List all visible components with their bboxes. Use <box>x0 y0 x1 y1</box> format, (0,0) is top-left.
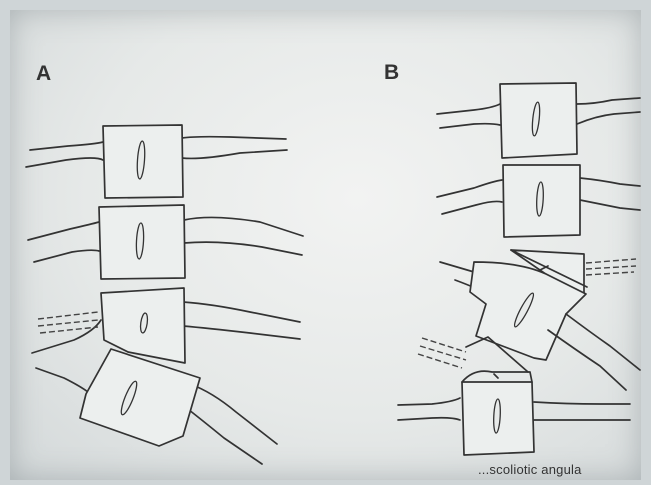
panel-a-vertebra-4 <box>36 349 277 464</box>
panel-b-vertebra-1 <box>437 83 640 158</box>
caption-fragment: ...scoliotic angula <box>478 462 582 477</box>
panel-a-vertebra-2 <box>28 205 303 279</box>
panel-b-vertebra-5 <box>398 337 630 455</box>
panel-b-vertebra-2 <box>437 165 640 237</box>
panel-a-diagram <box>26 125 303 464</box>
panel-a-vertebra-3 <box>32 288 300 363</box>
panel-b-label: B <box>384 61 399 85</box>
panel-a-vertebra-1 <box>26 125 287 198</box>
panel-b-diagram <box>398 83 640 455</box>
panel-a-label: A <box>36 62 51 86</box>
